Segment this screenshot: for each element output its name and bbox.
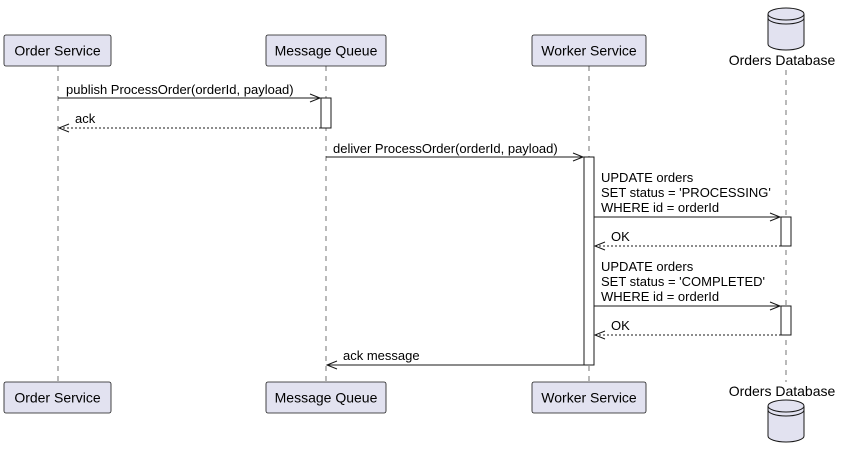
database-icon [767,7,805,51]
message-label: UPDATE orders [601,170,694,185]
participant-label: Orders Database [729,52,836,68]
arrowhead-icon [769,212,782,222]
message-label: ack [75,111,96,126]
message-label: publish ProcessOrder(orderId, payload) [66,82,294,97]
message-label: WHERE id = orderId [601,200,719,215]
participant-label: Order Service [14,43,101,59]
message-label: deliver ProcessOrder(orderId, payload) [333,141,558,156]
participant-order-service-bottom: Order Service [3,381,112,414]
message-label: OK [611,318,630,333]
activation-orders-database-1 [780,216,792,247]
participant-label: Message Queue [275,390,378,406]
participant-label: Orders Database [729,383,836,399]
participant-label: Worker Service [541,43,637,59]
participant-orders-database-top: Orders Database [729,7,836,68]
message-label: SET status = 'PROCESSING' [601,185,771,200]
activation-orders-database-2 [780,305,792,336]
message-ack-message: ack message [325,348,584,370]
message-publish: publish ProcessOrder(orderId, payload) [58,82,322,103]
arrowhead-icon [309,93,322,103]
arrowhead-icon [593,241,606,251]
message-ok-1: OK [593,229,781,251]
message-ack: ack [57,111,321,133]
arrowhead-icon [325,360,338,370]
participant-label: Worker Service [541,390,637,406]
database-icon [767,399,805,443]
arrowhead-icon [572,152,585,162]
participant-message-queue-top: Message Queue [265,34,387,67]
message-label: OK [611,229,630,244]
participant-message-queue-bottom: Message Queue [265,381,387,414]
activation-message-queue [320,97,332,129]
participant-worker-service-bottom: Worker Service [531,381,647,414]
arrowhead-icon [57,123,70,133]
participant-worker-service-top: Worker Service [531,34,647,67]
participant-label: Order Service [14,390,101,406]
participant-orders-database-bottom: Orders Database [729,383,836,443]
message-label: SET status = 'COMPLETED' [601,274,765,289]
arrowhead-icon [769,301,782,311]
message-label: WHERE id = orderId [601,289,719,304]
message-deliver: deliver ProcessOrder(orderId, payload) [326,141,585,162]
message-label: ack message [343,348,420,363]
message-update-processing: UPDATE orders SET status = 'PROCESSING' … [594,170,782,222]
participant-label: Message Queue [275,43,378,59]
message-update-completed: UPDATE orders SET status = 'COMPLETED' W… [594,259,782,311]
activation-worker-service [583,156,595,366]
participant-order-service-top: Order Service [3,34,112,67]
message-label: UPDATE orders [601,259,694,274]
arrowhead-icon [593,330,606,340]
message-ok-2: OK [593,318,781,340]
